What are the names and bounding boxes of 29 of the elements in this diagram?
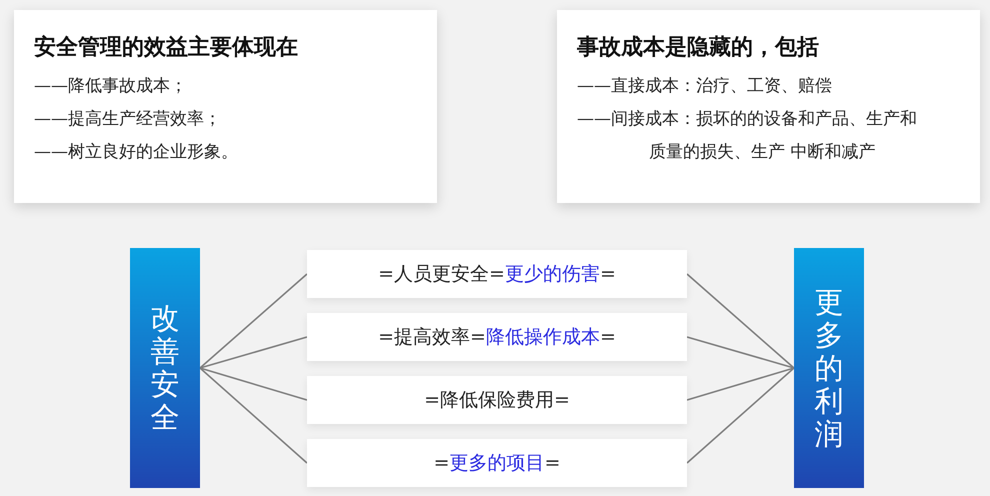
- card-heading: 安全管理的效益主要体现在: [34, 33, 299, 62]
- connector-line: [200, 367, 308, 401]
- card-heading: 事故成本是隐藏的，包括: [577, 33, 820, 62]
- connector-line: [686, 336, 794, 369]
- benefit-box: [307, 250, 687, 298]
- list-item: ——树立良好的企业形象。: [34, 141, 239, 164]
- bar-label: 更多的利润: [814, 286, 844, 450]
- list-item: ——降低事故成本；: [34, 75, 188, 98]
- list-item: ——间接成本：损坏的的设备和产品、生产和质量的损失、生产 中断和减产: [577, 108, 918, 164]
- benefit-text: =提高效率=降低操作成本=: [378, 325, 616, 350]
- text-card: [14, 10, 437, 203]
- label-bar: [794, 248, 864, 488]
- connector-line: [686, 367, 795, 464]
- benefit-text: =人员更安全=更少的伤害=: [378, 262, 616, 287]
- connector-line: [200, 336, 308, 369]
- benefit-text: =降低保险费用=: [424, 388, 570, 413]
- list-item: ——提高生产经营效率；: [34, 108, 222, 131]
- connector-line: [199, 273, 308, 369]
- connector-line: [686, 367, 794, 401]
- label-bar: [130, 248, 200, 488]
- benefit-box: [307, 376, 687, 424]
- list-item: ——直接成本：治疗、工资、赔偿: [577, 75, 833, 98]
- benefit-box: [307, 439, 687, 487]
- connector-line: [199, 367, 308, 464]
- connector-line: [686, 273, 795, 369]
- text-card: [557, 10, 980, 203]
- benefit-text: =更多的项目=: [434, 451, 560, 476]
- bar-label: 改善安全: [150, 302, 180, 434]
- benefit-box: [307, 313, 687, 361]
